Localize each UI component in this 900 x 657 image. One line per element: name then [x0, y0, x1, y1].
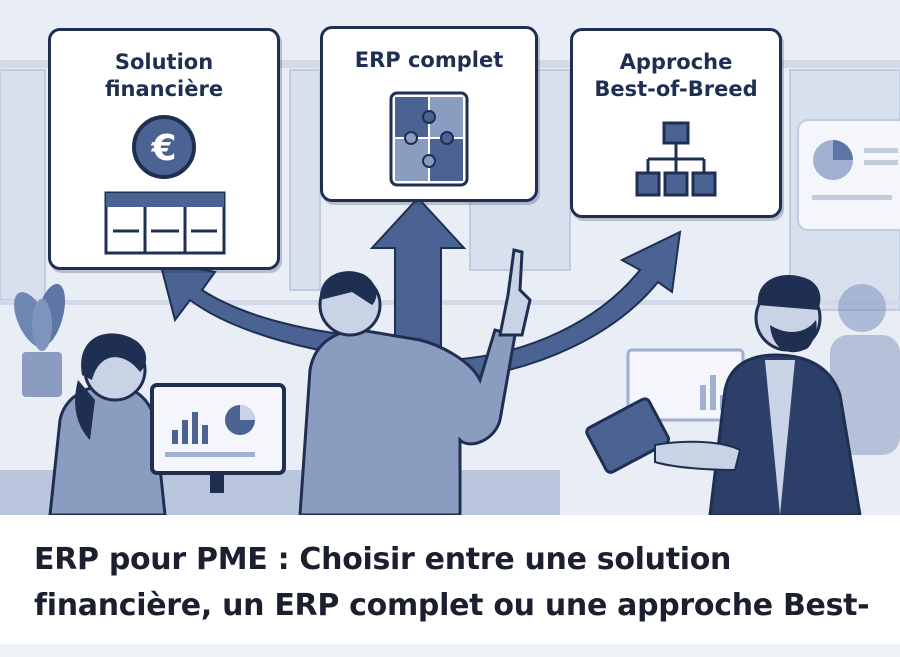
woman-left	[48, 333, 167, 515]
card-erp-complete: ERP complet	[320, 26, 538, 202]
wall-chart	[797, 119, 900, 231]
card-bestofbreed-title: Approche Best-of-Breed	[594, 50, 758, 101]
card-best-of-breed: Approche Best-of-Breed	[570, 28, 782, 218]
euro-coin-icon: €	[104, 115, 226, 255]
svg-text:€: €	[150, 128, 176, 169]
card-financial-solution: Solution financière €	[48, 28, 280, 270]
office-illustration: Solution financière € ERP complet	[0, 0, 900, 515]
card-financial-title: Solution financière	[104, 50, 224, 101]
hierarchy-icon	[635, 121, 717, 197]
man-right	[585, 274, 862, 515]
article-title: ERP pour PME : Choisir entre une solutio…	[34, 542, 870, 623]
puzzle-icon	[389, 91, 469, 187]
background-person	[830, 284, 900, 455]
back-monitor	[626, 348, 745, 422]
article-caption: ERP pour PME : Choisir entre une solutio…	[0, 515, 900, 657]
card-erp-title: ERP complet	[354, 48, 504, 72]
man-center	[298, 248, 532, 515]
bottom-divider	[0, 644, 900, 657]
plant-left	[14, 283, 66, 397]
monitor-left	[150, 383, 286, 493]
